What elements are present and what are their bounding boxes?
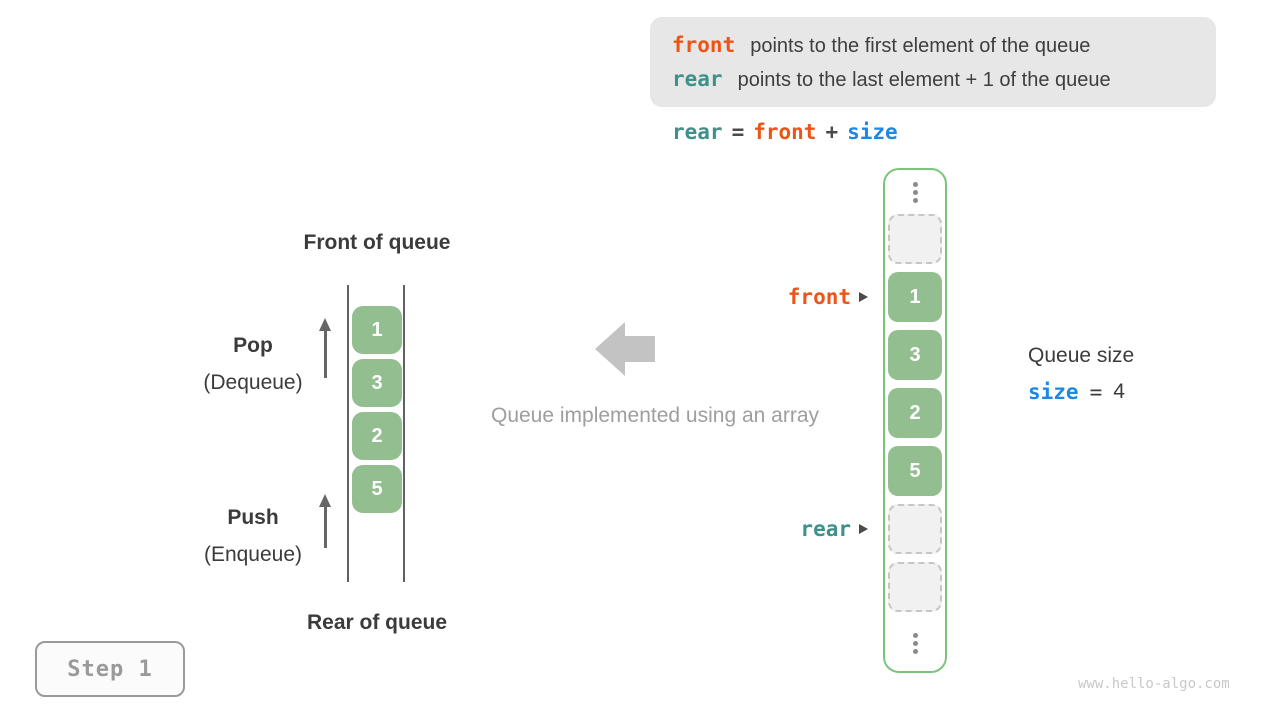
rear-formula: rear = front + size [672,120,898,144]
enqueue-label: (Enqueue) [203,543,303,566]
dot [912,633,918,638]
pop-label: Pop [233,334,273,357]
rear-legend-line: rear points to the last element + 1 of t… [672,67,1216,92]
ellipsis-top-icon [911,182,919,203]
dot [912,198,918,203]
array-cell-empty [888,562,942,612]
dot [912,649,918,654]
queue-channel-lines [347,285,405,582]
rear-of-queue-label: Rear of queue [306,611,448,634]
pointer-legend-box: front points to the first element of the… [650,17,1216,107]
dot [912,641,918,646]
front-code-label: front [672,32,736,57]
arrow-shaft [323,331,327,378]
dot [912,190,918,195]
rear-pointer-label: rear [800,517,851,541]
pop-arrow-icon [318,318,332,378]
front-description: points to the first element of the queue [750,34,1091,57]
rear-description: points to the last element + 1 of the qu… [737,68,1111,91]
arrow-head [319,318,331,331]
push-label: Push [227,506,279,529]
pointer-arrow-icon [859,292,868,302]
array-caption: Queue implemented using an array [490,404,820,427]
arrow-head [319,494,331,507]
front-pointer: front [728,285,868,309]
front-legend-line: front points to the first element of the… [672,33,1216,58]
ellipsis-bottom-icon [911,633,919,654]
array-cell-value: 5 [888,446,942,496]
dot [912,182,918,187]
array-cell-value: 1 [888,272,942,322]
array-cell-value: 2 [888,388,942,438]
stack-cell: 2 [352,412,402,460]
queue-size-title: Queue size [1028,344,1135,367]
front-pointer-label: front [787,285,851,309]
rear-pointer: rear [728,517,868,541]
arrow-shaft [323,507,327,548]
push-arrow-icon [318,494,332,548]
pointer-arrow-icon [859,524,868,534]
front-of-queue-label: Front of queue [303,231,451,254]
stack-cell: 3 [352,359,402,407]
queue-size-value-row: size = 4 [1028,380,1125,404]
array-cell-value: 3 [888,330,942,380]
stack-cell: 5 [352,465,402,513]
dequeue-label: (Dequeue) [203,371,303,394]
rear-code-label: rear [672,66,723,91]
watermark: www.hello-algo.com [1078,676,1230,692]
array-cell-empty [888,214,942,264]
step-badge: Step 1 [35,641,185,697]
formula-front: front [753,120,817,144]
size-equals: = [1089,380,1103,404]
formula-rear: rear [672,120,723,144]
array-cell-empty [888,504,942,554]
formula-plus: + [825,120,839,144]
formula-equals: = [731,120,745,144]
left-block-arrow-icon [595,322,655,381]
formula-size: size [847,120,898,144]
size-value: 4 [1113,380,1125,403]
size-code-label: size [1028,380,1079,404]
stack-cell: 1 [352,306,402,354]
